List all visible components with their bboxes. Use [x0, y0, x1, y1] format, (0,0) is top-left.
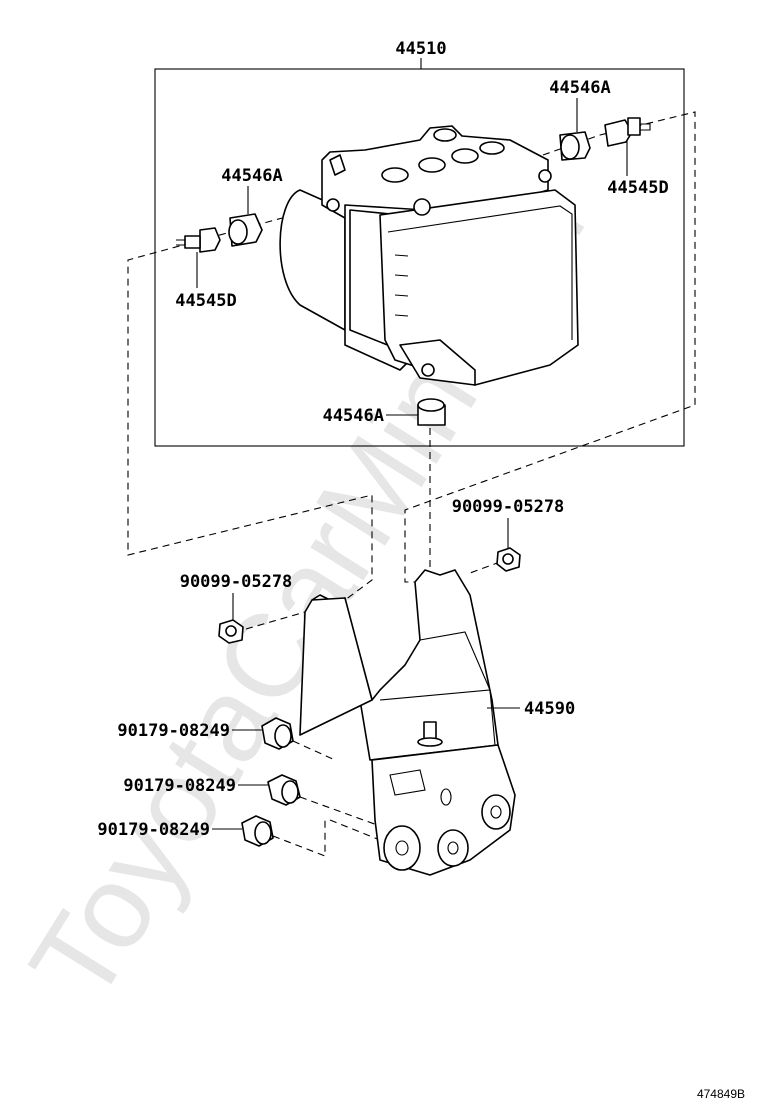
bolt-2 — [267, 774, 301, 806]
actuator-assembly-frame — [154, 68, 685, 447]
centerline-bolt-3 — [272, 818, 386, 857]
callout-cushion-bottom: 44546A — [323, 406, 384, 426]
nut-right — [496, 547, 521, 572]
cushion-left — [228, 213, 263, 247]
centerline-left — [127, 204, 373, 601]
callout-nut-left: 90099-05278 — [180, 572, 293, 592]
callout-cushion-upper-right: 44546A — [549, 78, 610, 98]
callout-44510: 44510 — [395, 39, 446, 59]
cushion-bottom — [417, 398, 446, 426]
centerline-nut-right — [469, 561, 501, 574]
callout-bracket: 44590 — [524, 699, 575, 719]
callout-bolt-2: 90179-08249 — [123, 776, 236, 796]
callout-bolt-upper-right: 44545D — [607, 178, 668, 198]
centerline-bolt-1 — [292, 740, 336, 761]
bolt-upper-right — [604, 117, 651, 147]
abs-actuator-unit — [279, 125, 579, 386]
callout-bolt-1: 90179-08249 — [117, 721, 230, 741]
bolt-1 — [261, 717, 294, 750]
bolt-left — [176, 227, 221, 253]
callout-nut-right: 90099-05278 — [452, 497, 565, 517]
callout-cushion-left: 44546A — [221, 166, 282, 186]
centerline-bolt-2 — [299, 796, 381, 827]
callout-bolt-left: 44545D — [175, 291, 236, 311]
actuator-bracket — [299, 569, 516, 876]
callout-bolt-3: 90179-08249 — [97, 820, 210, 840]
figure-number: 474849B — [697, 1087, 745, 1101]
cushion-upper-right — [559, 131, 591, 161]
bolt-3 — [241, 815, 274, 847]
centerline-right — [404, 111, 696, 583]
